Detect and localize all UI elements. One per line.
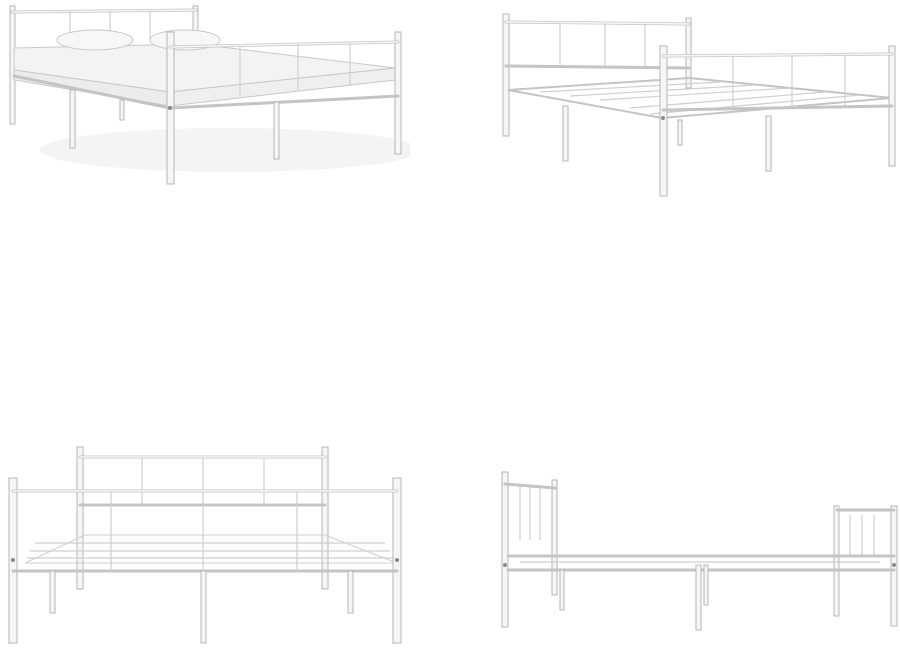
bed-illustration xyxy=(502,13,896,197)
product-image-bed-frame-side[interactable] xyxy=(500,470,900,640)
bed-illustration xyxy=(9,5,410,185)
product-image-bed-with-mattress[interactable] xyxy=(0,0,410,195)
product-image-bed-frame-front[interactable] xyxy=(5,443,410,648)
product-image-bed-frame-angled[interactable] xyxy=(500,10,900,200)
bed-illustration xyxy=(8,446,402,644)
bed-illustration xyxy=(501,471,898,631)
